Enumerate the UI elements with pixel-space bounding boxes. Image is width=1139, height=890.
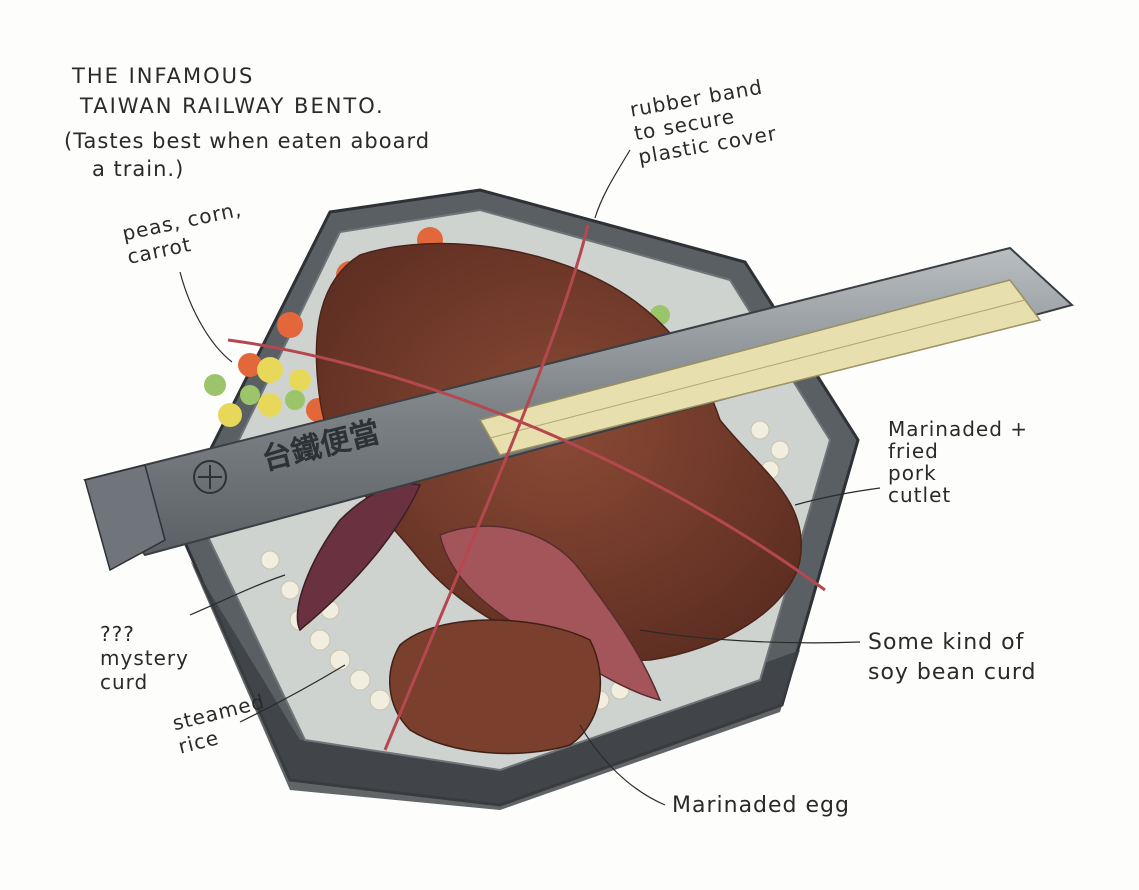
title-line-2: TAIWAN RAILWAY BENTO. bbox=[80, 94, 385, 118]
chopsticks bbox=[478, 279, 1042, 456]
label-marinaded-egg: Marinaded egg bbox=[672, 793, 850, 818]
soy-bean-curd bbox=[439, 525, 662, 702]
marinaded-egg bbox=[389, 619, 602, 755]
label-mystery-curd: ??? mystery curd bbox=[100, 622, 189, 694]
title-line-1: THE INFAMOUS bbox=[72, 64, 255, 88]
bento-box-base bbox=[190, 560, 800, 810]
subtitle-line-1: (Tastes best when eaten aboard bbox=[64, 129, 431, 153]
rubber-band bbox=[227, 224, 826, 751]
label-soy-bean-curd: Some kind of soy bean curd bbox=[868, 630, 1037, 685]
label-pork-cutlet: Marinaded + fried pork cutlet bbox=[888, 417, 1029, 507]
railway-logo-icon bbox=[193, 460, 227, 494]
annotation-leaders bbox=[179, 149, 881, 806]
peas-corn-carrot bbox=[204, 227, 722, 427]
subtitle-line-2: a train.) bbox=[92, 157, 185, 181]
